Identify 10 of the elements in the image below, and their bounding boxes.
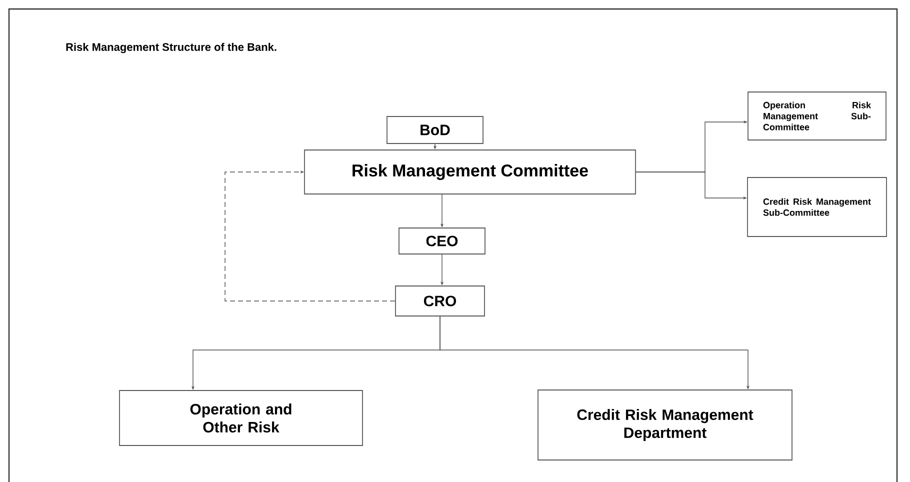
title: Risk Management Structure of the Bank. [66, 42, 276, 54]
arrow [224, 170, 396, 302]
org-box: Operation Risk Management Sub-Committee [748, 92, 886, 140]
org-box: Credit Risk Management Sub-Committee [747, 177, 887, 237]
org-box: Operation and Other Risk [119, 390, 363, 446]
org-box: CEO [398, 228, 486, 254]
org-box: BoD [386, 116, 484, 144]
org-box: Risk Management Committee [304, 150, 636, 194]
org-box: CRO [395, 286, 485, 316]
org-box: Credit Risk Management Department [538, 390, 792, 460]
